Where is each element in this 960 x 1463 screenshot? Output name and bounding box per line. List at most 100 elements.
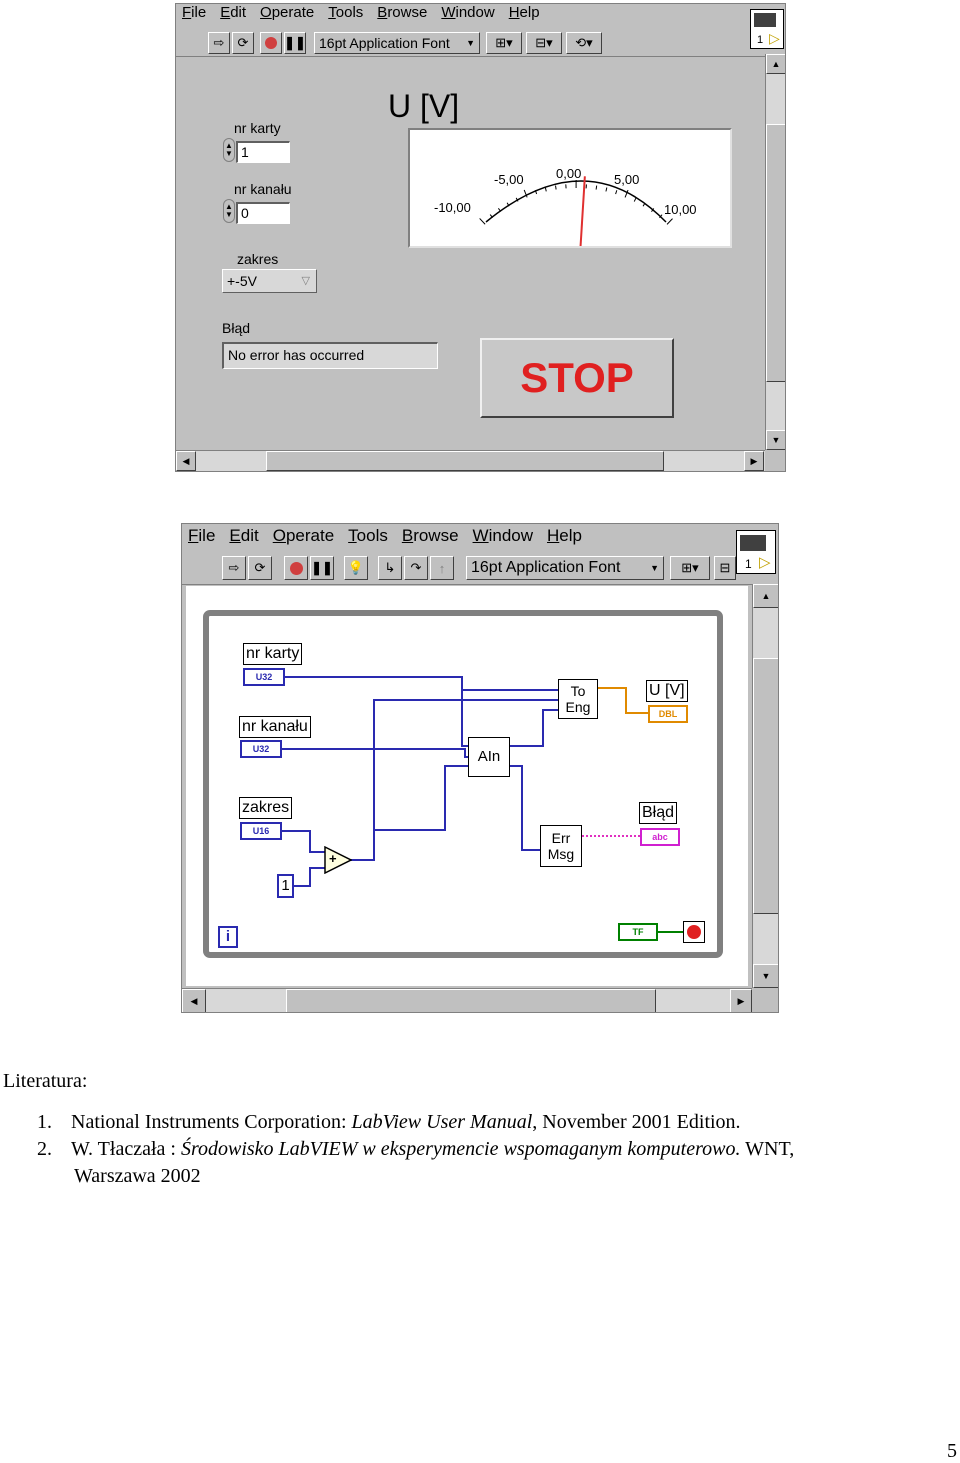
scroll-thumb[interactable] [766,124,786,382]
channel-number-input[interactable]: 0 [236,202,290,224]
block-diagram-vscrollbar[interactable]: ▲ ▼ [752,584,779,988]
dropdown-triangle-icon: ▽ [302,270,310,292]
channel-number-label: nr kanału [234,181,292,197]
scroll-thumb[interactable] [753,658,779,914]
scroll-left-button[interactable]: ◀ [176,451,196,471]
scroll-right-button[interactable]: ▶ [744,451,764,471]
meter-scale-label: 5,00 [614,172,639,187]
distribute-objects-button[interactable]: ⊟▾ [526,32,562,54]
align-objects-button[interactable]: ⊞▾ [486,32,522,54]
block-diagram-menubar: File Edit Operate Tools Browse Window Help [182,524,778,555]
channel-terminal[interactable]: U32 [240,740,282,758]
font-selector[interactable]: 16pt Application Font▼ [314,32,480,54]
menu-browse[interactable]: Browse [402,526,459,546]
error-terminal-label: Błąd [639,802,677,824]
menu-tools[interactable]: Tools [348,526,388,546]
meter-title: U [V] [388,88,459,125]
front-panel-window: File Edit Operate Tools Browse Window Help ⇨ ⟳… [175,3,786,472]
numeric-constant[interactable]: 1 [277,874,294,898]
card-number-spinner[interactable]: ▲▼ [223,138,235,162]
menu-window[interactable]: Window [473,526,533,546]
font-selector[interactable]: 16pt Application Font▼ [466,556,664,580]
vi-icon[interactable]: 1 ▷ [736,530,776,574]
range-terminal[interactable]: U16 [240,822,282,840]
step-out-button[interactable]: ↑ [430,556,454,580]
card-terminal[interactable]: U32 [243,668,285,686]
menu-help[interactable]: Help [547,526,582,546]
abort-button[interactable] [284,556,308,580]
block-diagram-toolbar: ⇨ ⟳ ❚❚ 💡 ↳ ↷ ↑ 16pt Application Font▼ ⊞▾… [182,552,778,585]
chevron-down-icon: ▼ [466,38,475,48]
reference-number: 1. [37,1111,52,1133]
meter-terminal-label: U [V] [646,680,688,702]
stop-terminal[interactable]: TF [618,923,658,941]
stop-sign-icon [687,925,701,939]
err-msg-vi[interactable]: Err Msg [540,825,582,867]
menu-file[interactable]: File [188,526,215,546]
scroll-up-button[interactable]: ▲ [766,54,786,74]
vi-icon[interactable]: 1 ▷ [750,9,784,49]
pause-button[interactable]: ❚❚ [284,32,306,54]
step-over-button[interactable]: ↷ [404,556,428,580]
align-objects-button[interactable]: ⊞▾ [670,556,710,580]
front-panel-vscrollbar[interactable]: ▲ ▼ [765,54,786,450]
meter-tick [606,188,607,192]
page-number: 5 [947,1440,957,1463]
meter-tick [634,198,636,202]
error-label: Błąd [222,320,250,336]
scroll-right-button[interactable]: ▶ [730,989,752,1013]
scroll-down-button[interactable]: ▼ [766,430,786,450]
channel-number-spinner[interactable]: ▲▼ [223,199,235,223]
reference-author: W. Tłaczała : [71,1138,181,1160]
meter-tick [480,218,486,224]
range-select[interactable]: +-5V ▽ [222,269,317,293]
front-panel-hscrollbar[interactable]: ◀ ▶ [176,450,765,472]
connector-arrow-icon: ▷ [759,553,771,571]
meter-scale-label: -10,00 [434,200,471,215]
channel-terminal-label: nr kanału [239,716,311,738]
meter-tick [545,187,546,191]
run-continuously-button[interactable]: ⟳ [232,32,254,54]
hscroll-thumb[interactable] [266,451,664,471]
pause-button[interactable]: ❚❚ [310,556,334,580]
meter-panel: -10,00 -5,00 0,00 5,00 10,00 [408,128,732,248]
abort-button[interactable] [260,32,282,54]
scroll-down-button[interactable]: ▼ [753,964,779,988]
menu-operate[interactable]: Operate [273,526,334,546]
error-terminal[interactable]: abc [640,828,680,846]
step-into-button[interactable]: ↳ [378,556,402,580]
instrument-icon [754,13,776,27]
ain-vi[interactable]: AIn [468,737,510,777]
reorder-button[interactable]: ⟲▾ [566,32,602,54]
highlight-execution-button[interactable]: 💡 [344,556,368,580]
menu-browse[interactable]: Browse [377,4,427,21]
to-eng-vi[interactable]: To Eng [558,679,598,719]
hscroll-thumb[interactable] [286,989,656,1013]
distribute-objects-button[interactable]: ⊟ [714,556,736,580]
menu-edit[interactable]: Edit [220,4,246,21]
front-panel-menubar: File Edit Operate Tools Browse Window Help [176,4,785,29]
add-function[interactable]: + [324,846,352,874]
stop-button[interactable]: STOP [480,338,674,418]
run-button[interactable]: ⇨ [222,556,246,580]
error-indicator: No error has occurred [222,342,438,369]
menu-operate[interactable]: Operate [260,4,314,21]
run-continuously-button[interactable]: ⟳ [248,556,272,580]
menu-help[interactable]: Help [509,4,540,21]
reference-rest: , November 2001 Edition. [532,1111,740,1133]
run-button[interactable]: ⇨ [208,32,230,54]
menu-file[interactable]: File [182,4,206,21]
scroll-left-button[interactable]: ◀ [182,989,206,1013]
reference-title: Środowisko LabVIEW w eksperymencie wspom… [181,1138,741,1160]
menu-tools[interactable]: Tools [328,4,363,21]
menu-edit[interactable]: Edit [229,526,258,546]
meter-terminal[interactable]: DBL [648,705,688,723]
reference-number: 2. [37,1138,52,1160]
abort-icon [290,562,303,575]
menu-window[interactable]: Window [441,4,494,21]
scroll-up-button[interactable]: ▲ [753,584,779,608]
block-diagram-hscrollbar[interactable]: ◀ ▶ [182,988,752,1013]
card-number-input[interactable]: 1 [236,141,290,163]
card-terminal-label: nr karty [243,643,302,665]
loop-condition-terminal[interactable] [683,921,705,943]
